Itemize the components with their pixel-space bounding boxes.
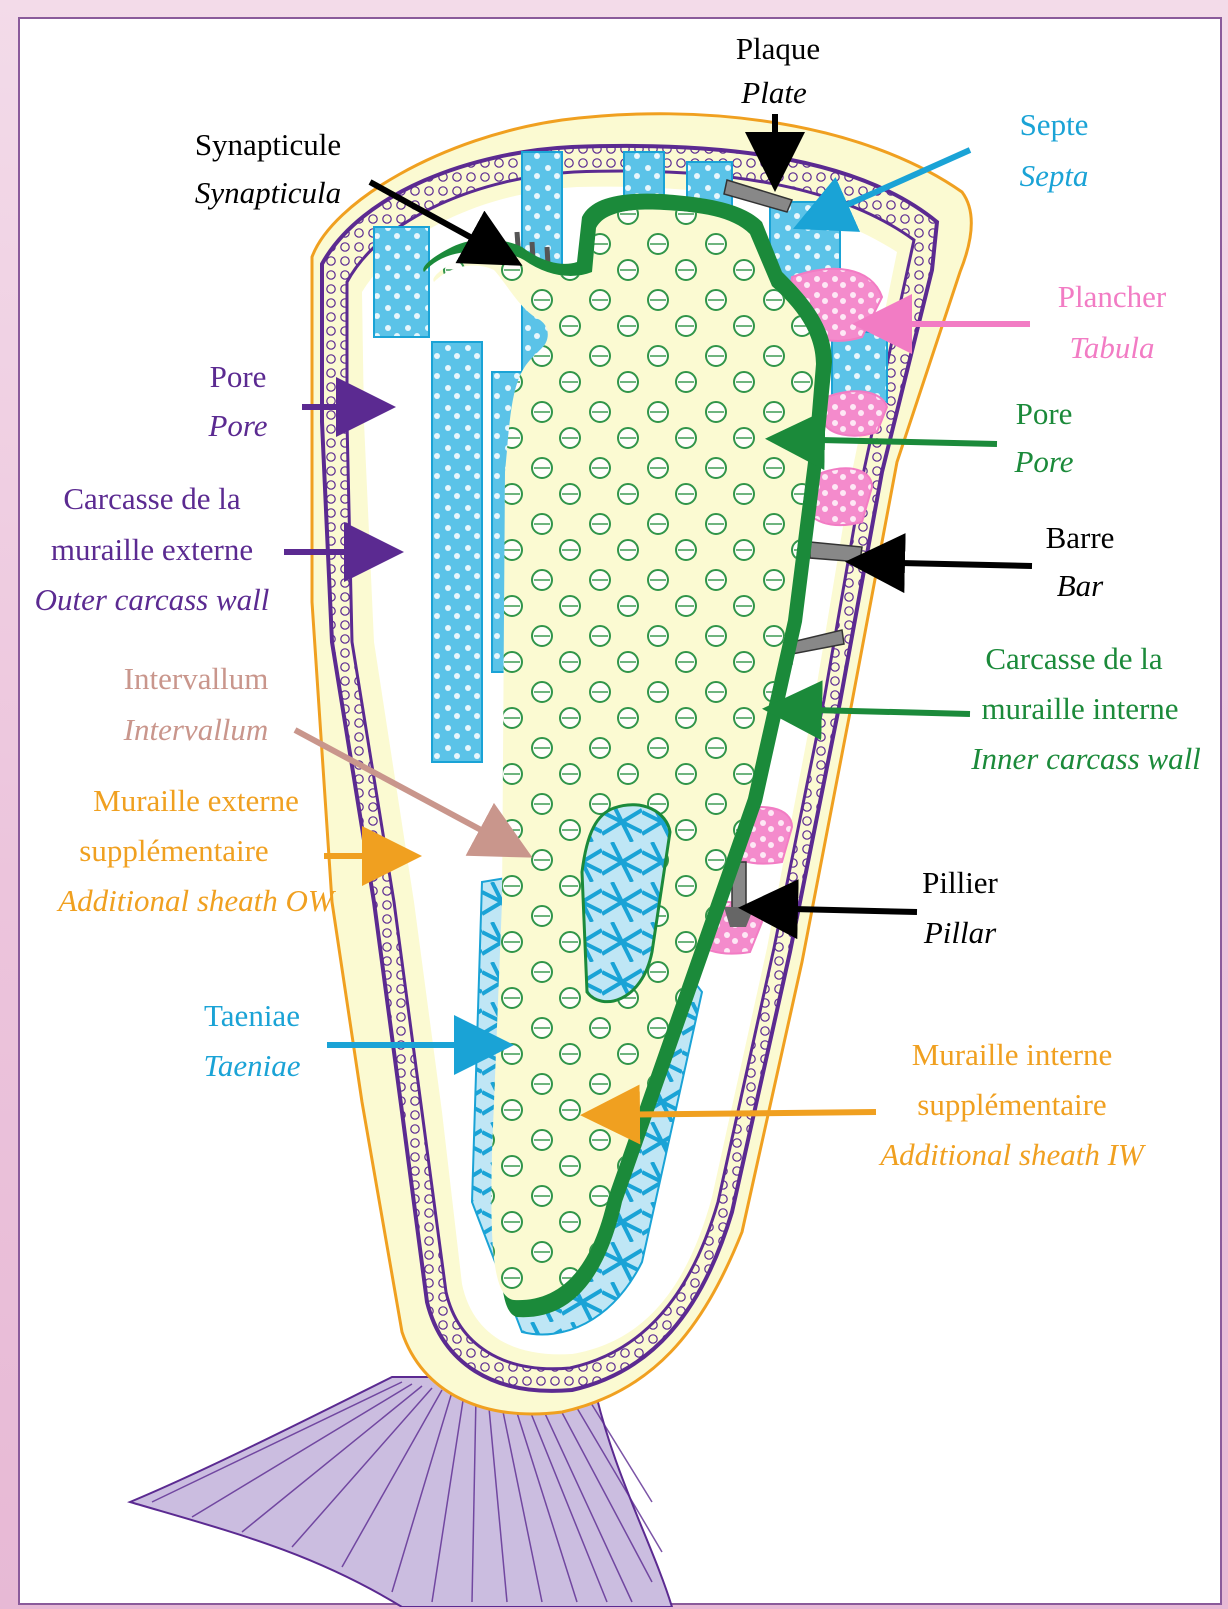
arrow-barre — [857, 562, 1032, 566]
label-plaque-en: Plate — [740, 75, 807, 110]
label-pore-inner-en: Pore — [1013, 444, 1073, 479]
label-inner-carcass-fr2: muraille interne — [981, 691, 1178, 726]
label-pore-inner: Pore Pore — [1013, 396, 1073, 479]
arrow-pillier — [750, 908, 917, 912]
archaeocyath-diagram: Plaque Plate Septe Septa Synapticule Syn… — [20, 19, 1224, 1607]
label-inner-sheath-fr2: supplémentaire — [917, 1087, 1106, 1122]
label-pillier: Pillier Pillar — [922, 865, 998, 950]
label-outer-carcass-en: Outer carcass wall — [35, 582, 270, 617]
label-pore-outer: Pore Pore — [207, 359, 267, 443]
label-inner-carcass: Carcasse de la muraille interne Inner ca… — [970, 641, 1201, 776]
label-synapticule-en: Synapticula — [195, 175, 341, 210]
label-outer-sheath-fr1: Muraille externe — [93, 783, 299, 818]
arrow-inner-sheath — [592, 1112, 876, 1115]
label-pore-outer-en: Pore — [207, 408, 267, 443]
label-plancher-en: Tabula — [1069, 330, 1154, 365]
label-taeniae: Taeniae Taeniae — [203, 998, 300, 1083]
label-plaque-fr: Plaque — [736, 31, 820, 66]
label-taeniae-fr: Taeniae — [204, 998, 300, 1033]
label-barre-fr: Barre — [1046, 520, 1115, 555]
label-pillier-fr: Pillier — [922, 865, 998, 900]
label-inner-carcass-fr1: Carcasse de la — [985, 641, 1163, 676]
label-outer-sheath-en: Additional sheath OW — [56, 883, 337, 918]
label-inner-sheath-fr1: Muraille interne — [912, 1037, 1113, 1072]
label-pore-inner-fr: Pore — [1016, 396, 1073, 431]
label-outer-carcass: Carcasse de la muraille externe Outer ca… — [35, 481, 270, 617]
label-plancher-fr: Plancher — [1058, 279, 1167, 314]
label-outer-carcass-fr1: Carcasse de la — [63, 481, 241, 516]
label-pillier-en: Pillar — [923, 915, 997, 950]
label-barre-en: Bar — [1057, 568, 1104, 603]
label-barre: Barre Bar — [1046, 520, 1115, 603]
label-outer-sheath: Muraille externe supplémentaire Addition… — [56, 783, 337, 918]
label-plancher: Plancher Tabula — [1058, 279, 1167, 365]
label-septe-fr: Septe — [1020, 107, 1089, 142]
label-inner-sheath: Muraille interne supplémentaire Addition… — [878, 1037, 1147, 1172]
label-synapticule: Synapticule Synapticula — [195, 127, 341, 210]
label-plaque: Plaque Plate — [736, 31, 820, 110]
label-taeniae-en: Taeniae — [203, 1048, 300, 1083]
label-septe: Septe Septa — [1020, 107, 1089, 193]
label-intervallum-fr: Intervallum — [124, 661, 269, 696]
label-outer-carcass-fr2: muraille externe — [51, 532, 253, 567]
label-intervallum: Intervallum Intervallum — [123, 661, 269, 747]
label-synapticule-fr: Synapticule — [195, 127, 341, 162]
diagram-frame: Plaque Plate Septe Septa Synapticule Syn… — [18, 17, 1222, 1605]
label-pore-outer-fr: Pore — [210, 359, 267, 394]
label-septe-en: Septa — [1020, 158, 1089, 193]
label-intervallum-en: Intervallum — [123, 712, 269, 747]
label-outer-sheath-fr2: supplémentaire — [79, 833, 268, 868]
label-inner-sheath-en: Additional sheath IW — [878, 1137, 1147, 1172]
holdfast-stalk — [130, 1377, 672, 1607]
label-inner-carcass-en: Inner carcass wall — [970, 741, 1201, 776]
